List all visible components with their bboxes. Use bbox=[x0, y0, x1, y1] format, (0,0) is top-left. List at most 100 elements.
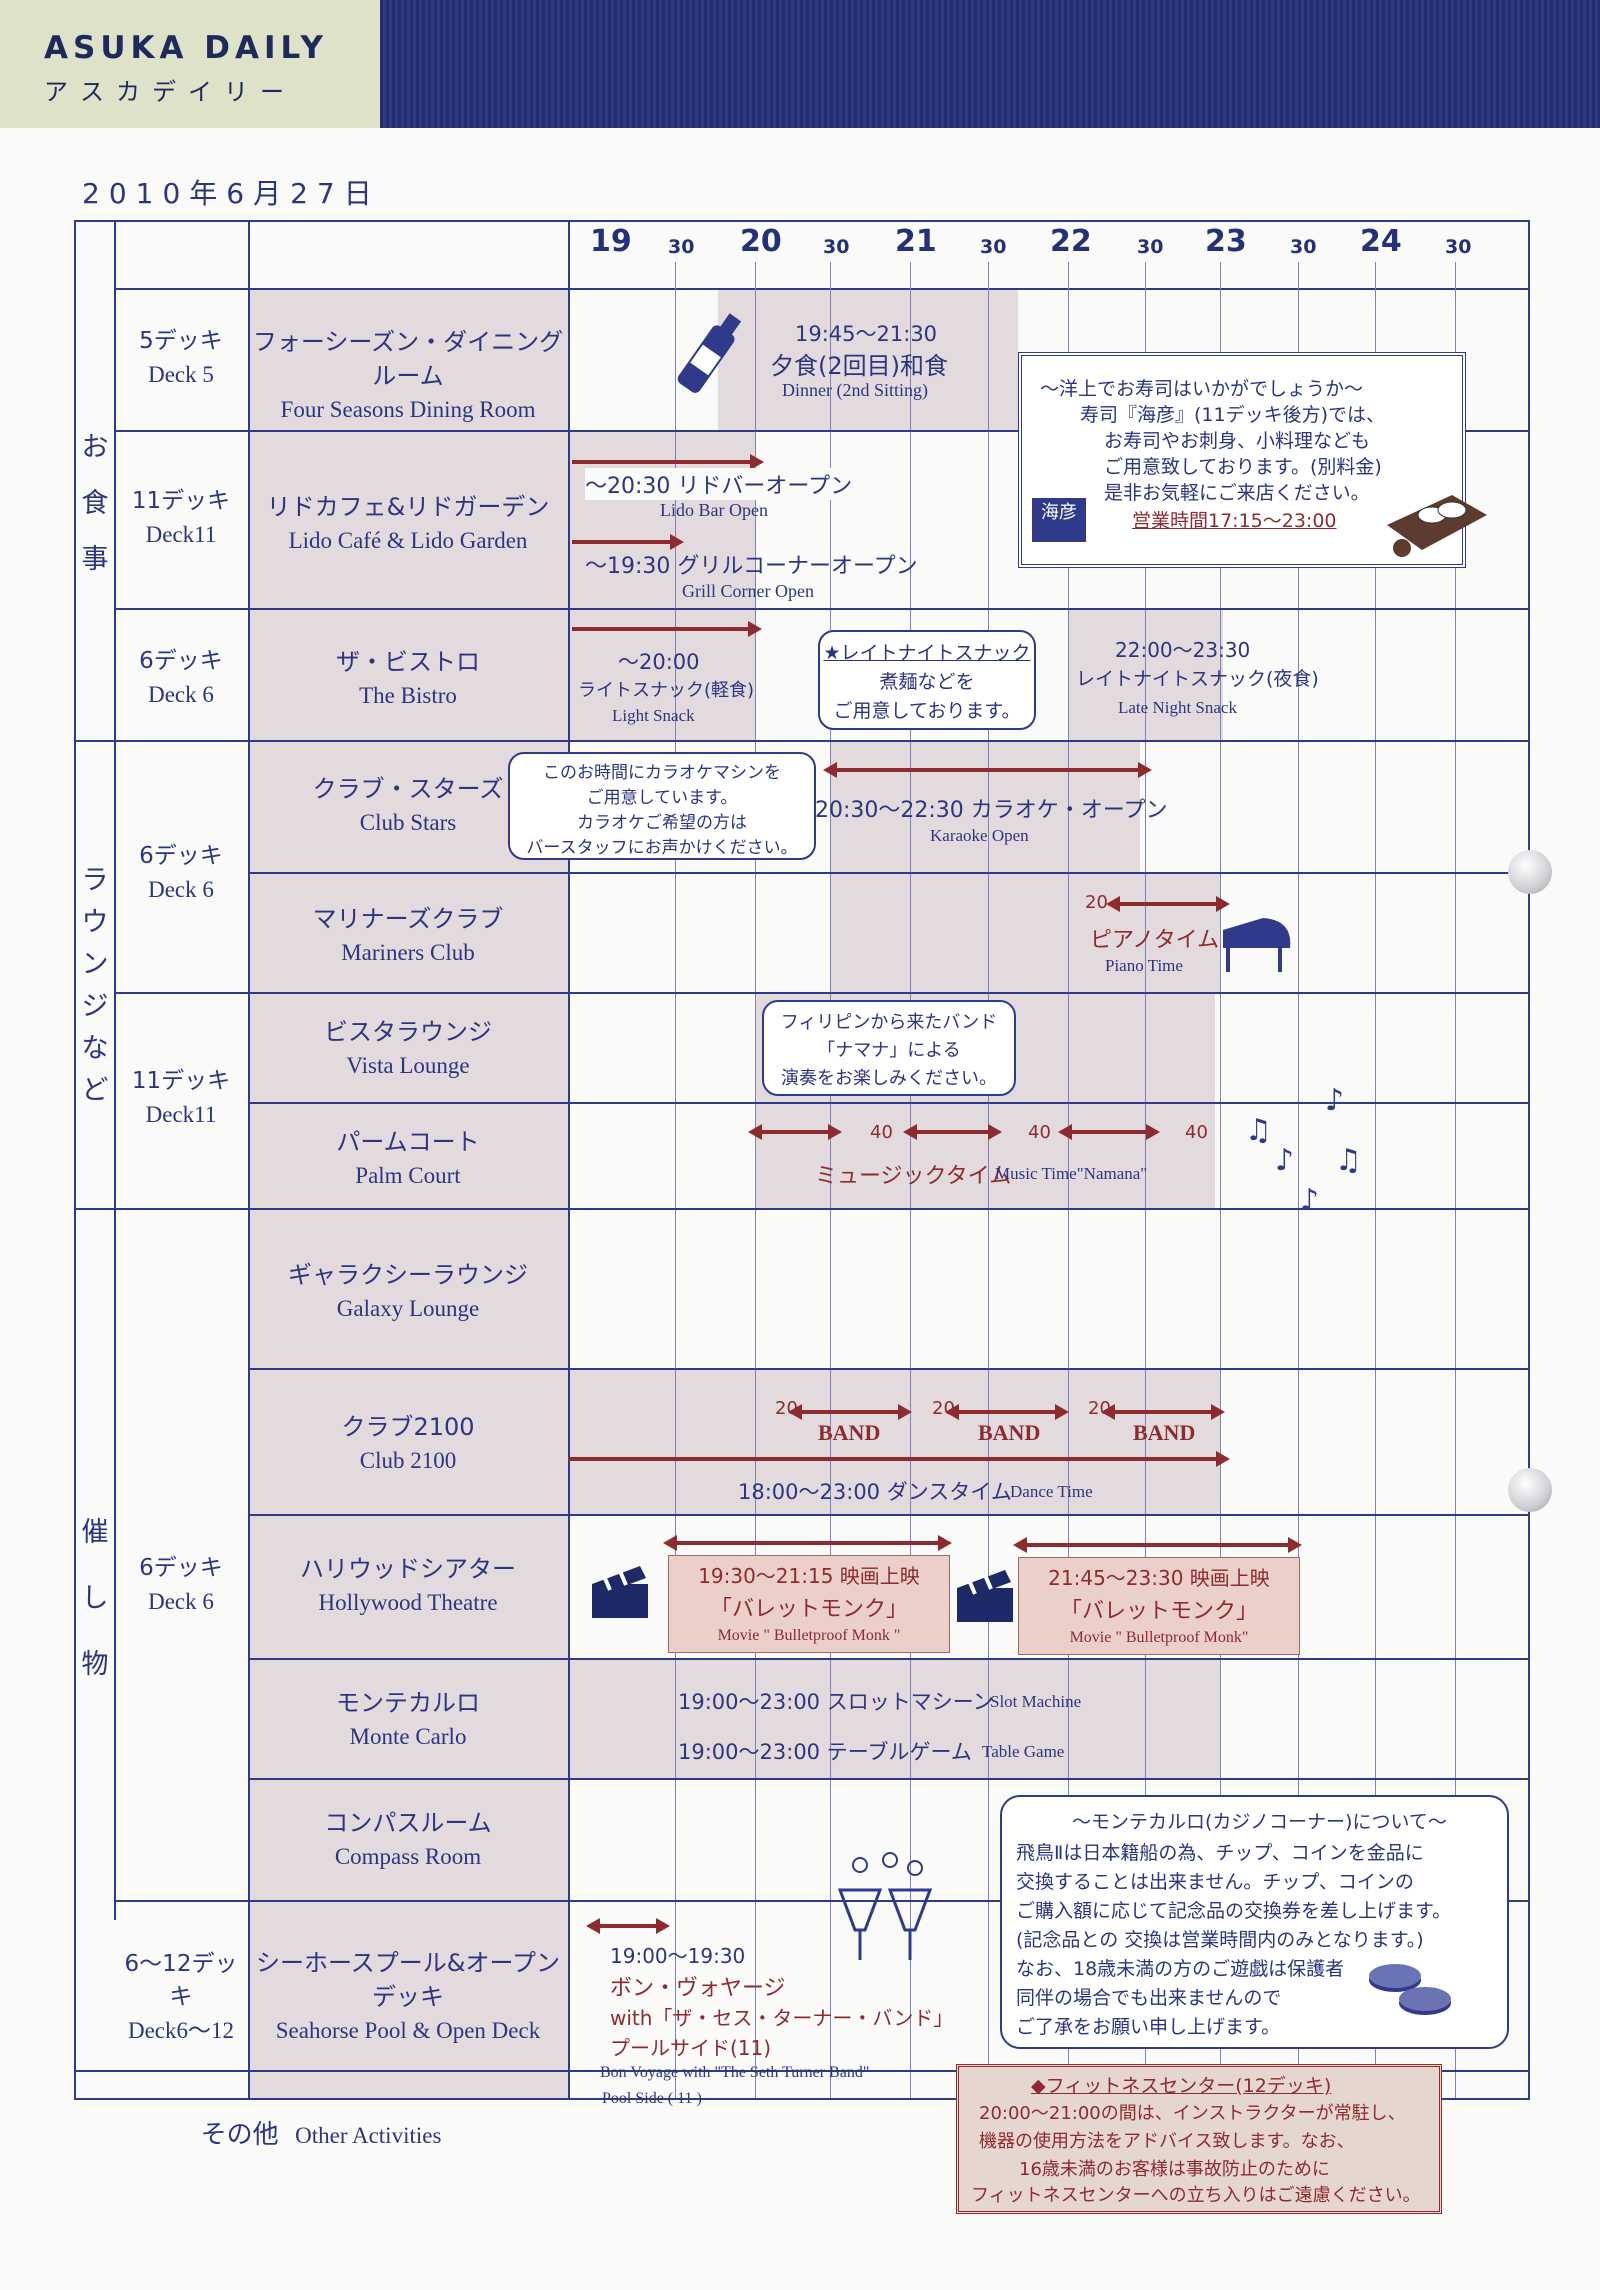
svg-text:♪: ♪ bbox=[1275, 1143, 1294, 1178]
karaoke-title: 20:30〜22:30 カラオケ・オープン bbox=[815, 798, 1168, 823]
music-duration-3: 40 bbox=[1185, 1122, 1208, 1143]
late-snack-title: レイトナイトスナック(夜食) bbox=[1076, 668, 1319, 690]
brand-title: ASUKA DAILY bbox=[44, 30, 328, 66]
band-label-1: BAND bbox=[818, 1420, 881, 1445]
music-subtitle: Music Time"Namana" bbox=[995, 1164, 1148, 1183]
late-snack-time: 22:00〜23:30 bbox=[1115, 638, 1251, 662]
champagne-toast-icon bbox=[837, 1852, 933, 1960]
row-line bbox=[114, 430, 1528, 432]
grill-title: 〜19:30 グリルコーナーオープン bbox=[585, 554, 918, 579]
dance-arrow bbox=[568, 1451, 1230, 1467]
hour-label: 23 bbox=[1205, 224, 1247, 259]
band-label-3: BAND bbox=[1133, 1420, 1196, 1445]
sushi-ad-box: 〜洋上でお寿司はいかがでしょうか〜 寿司『海彦』(11デッキ後方)では、 お寿司… bbox=[1018, 352, 1466, 568]
late-snack-bubble: ★レイトナイトスナック 煮麺などを ご用意しております。 bbox=[818, 630, 1036, 730]
light-snack-time: 〜20:00 bbox=[618, 650, 700, 674]
dinner-shade bbox=[718, 290, 1018, 432]
sushi-hours: 営業時間17:15〜23:00 bbox=[1132, 510, 1337, 532]
band-arrow-3 bbox=[1101, 1404, 1225, 1420]
movie1-panel: 19:30〜21:15 映画上映 「バレットモンク」 Movie " Bulle… bbox=[668, 1555, 950, 1653]
col-deck-line bbox=[248, 220, 250, 2100]
dance-subtitle: Dance Time bbox=[1010, 1482, 1093, 1501]
piano-subtitle: Piano Time bbox=[1105, 956, 1183, 975]
row-line bbox=[248, 1778, 1528, 1780]
movie2-arrow bbox=[1013, 1537, 1302, 1553]
karaoke-subtitle: Karaoke Open bbox=[930, 826, 1029, 845]
bon-voyage-band: with「ザ・セス・ターナー・バンド」 bbox=[610, 2006, 954, 2030]
music-arrow-3 bbox=[1058, 1124, 1160, 1140]
gridline-20 bbox=[755, 262, 756, 2098]
half-label: 30 bbox=[1290, 236, 1317, 258]
frame-left bbox=[74, 220, 76, 2100]
dance-title: 18:00〜23:00 ダンスタイム bbox=[738, 1480, 1012, 1504]
schedule-date: 2010年6月27日 bbox=[82, 177, 381, 210]
movie2-panel: 21:45〜23:30 映画上映 「バレットモンク」 Movie " Bulle… bbox=[1018, 1557, 1300, 1655]
band-arrow-2 bbox=[945, 1404, 1069, 1420]
music-notes-icon: ♪ ♫ ♪ ♫ ♪ bbox=[1245, 1083, 1362, 1218]
half-label: 30 bbox=[1137, 236, 1164, 258]
grand-piano-icon bbox=[1223, 918, 1291, 972]
category-lounge: ラウンジなど bbox=[81, 865, 109, 1106]
piano-duration: 20 bbox=[1085, 892, 1108, 913]
light-snack-title: ライトスナック(軽食) bbox=[578, 680, 755, 701]
svg-text:♫: ♫ bbox=[1335, 1143, 1362, 1178]
half-label: 30 bbox=[668, 236, 695, 258]
venue-other: その他 Other Activities bbox=[200, 2120, 442, 2150]
row-line bbox=[114, 1900, 1528, 1902]
frame-right bbox=[1528, 220, 1530, 2100]
row-line bbox=[74, 2070, 1528, 2072]
hour-label: 21 bbox=[895, 224, 937, 259]
sushi-shop-logo: 海彦 bbox=[1032, 498, 1086, 542]
fitness-notice-box: ◆フィットネスセンター(12デッキ) 20:00〜21:00の間は、インストラク… bbox=[956, 2064, 1442, 2214]
row-line bbox=[248, 1102, 1528, 1104]
row-line bbox=[248, 872, 1528, 874]
section-line bbox=[74, 740, 1528, 742]
hour-label: 20 bbox=[740, 224, 782, 259]
bon-voyage-title: ボン・ヴォヤージ bbox=[610, 1976, 786, 2001]
grill-arrow bbox=[572, 534, 684, 550]
half-label: 30 bbox=[1445, 236, 1472, 258]
gridline-23 bbox=[1220, 262, 1221, 2098]
table-game-title: 19:00〜23:00 テーブルゲーム bbox=[678, 1740, 972, 1764]
bon-voyage-subtitle: Bon Voyage with "The Seth Turner Band" bbox=[600, 2064, 870, 2081]
header-stripe-panel bbox=[380, 0, 1600, 128]
casino-shade bbox=[570, 1660, 1220, 1778]
svg-text:♪: ♪ bbox=[1300, 1183, 1319, 1218]
table-game-subtitle: Table Game bbox=[982, 1742, 1065, 1761]
half-label: 30 bbox=[980, 236, 1007, 258]
light-snack-subtitle: Light Snack bbox=[612, 706, 695, 725]
slot-title: 19:00〜23:00 スロットマシーン bbox=[678, 1690, 994, 1714]
timeline-line bbox=[114, 288, 1528, 290]
piano-arrow bbox=[1106, 896, 1230, 912]
lido-bar-subtitle: Lido Bar Open bbox=[660, 500, 768, 520]
bon-voyage-arrow bbox=[586, 1918, 670, 1934]
gridline-2430 bbox=[1455, 262, 1456, 2098]
col-cat-line bbox=[114, 220, 116, 1920]
row-line bbox=[114, 992, 1528, 994]
row-line bbox=[248, 1658, 1528, 1660]
lido-bar-arrow bbox=[572, 454, 764, 470]
slot-subtitle: Slot Machine bbox=[990, 1692, 1082, 1711]
sushi-plate-icon bbox=[1387, 495, 1487, 557]
movie1-arrow bbox=[663, 1535, 952, 1551]
hour-label: 24 bbox=[1360, 224, 1402, 259]
band-arrow-1 bbox=[788, 1404, 912, 1420]
category-event: 催し物 bbox=[81, 1517, 109, 1680]
music-duration-2: 40 bbox=[1028, 1122, 1051, 1143]
venue-column-shade bbox=[248, 290, 570, 2098]
lightsnack-shade bbox=[570, 610, 755, 742]
sushi-line-3: お寿司やお刺身、小料理なども bbox=[1104, 430, 1371, 452]
gridline-1930 bbox=[675, 262, 676, 2098]
header-brand-panel bbox=[0, 0, 380, 128]
